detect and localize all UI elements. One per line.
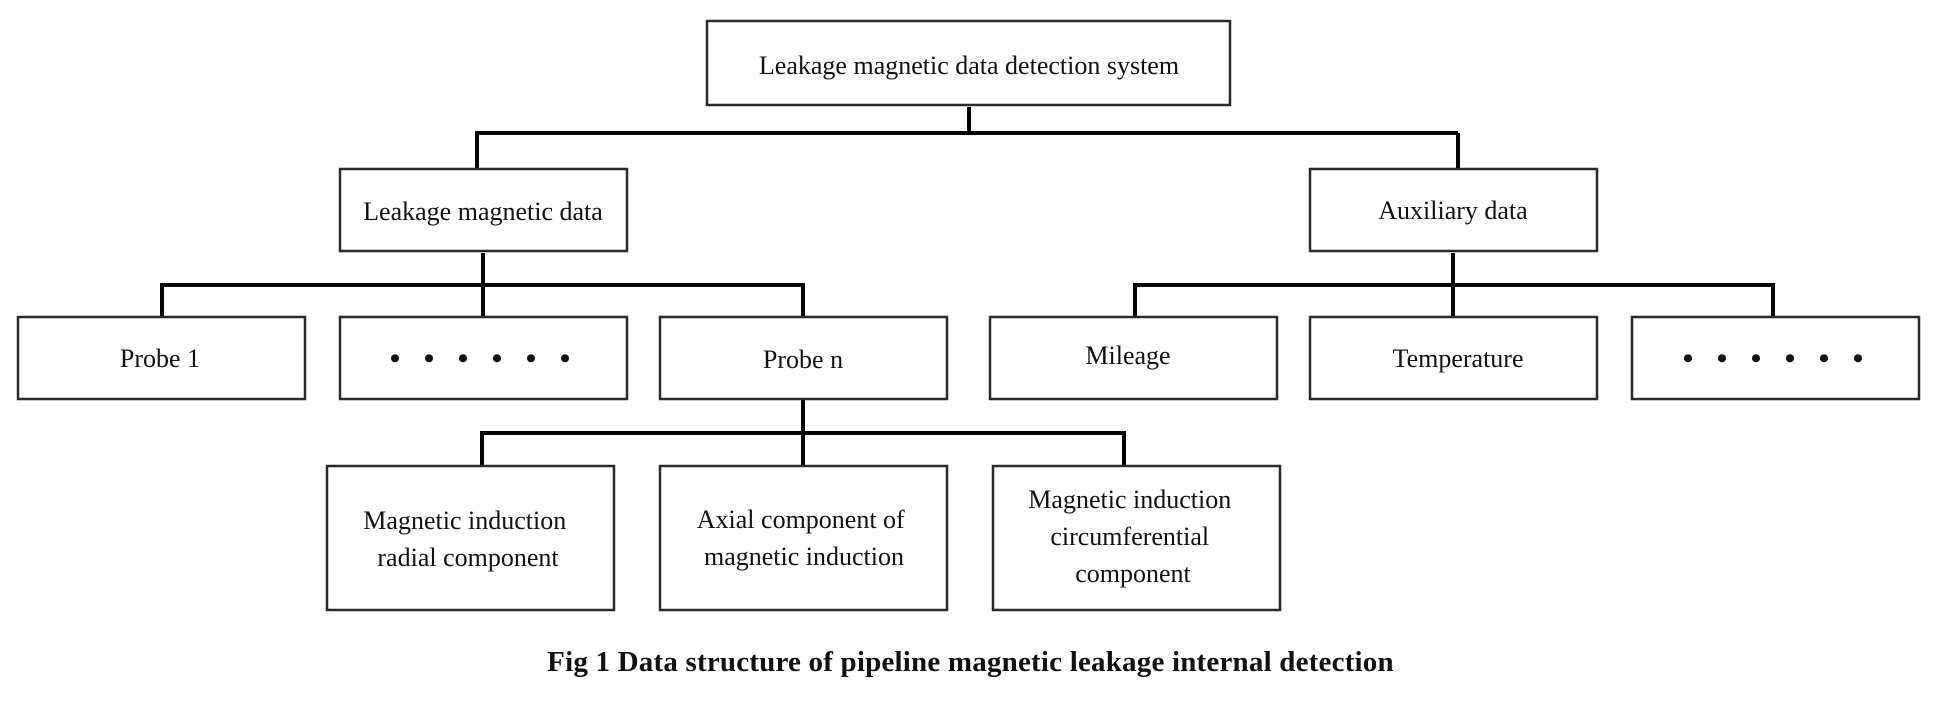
- node-axial-component-label: Axial component of magnetic induction: [697, 505, 911, 571]
- node-radial-component: Magnetic induction radial component: [325, 464, 616, 612]
- node-temperature: Temperature: [1308, 315, 1599, 401]
- node-temperature-label: Temperature: [1393, 344, 1524, 373]
- node-radial-component-label: Magnetic induction radial component: [363, 506, 572, 572]
- node-root-label: Leakage magnetic data detection system: [759, 51, 1179, 80]
- node-mileage: Mileage: [988, 315, 1279, 401]
- node-probe-n-label: Probe n: [763, 345, 843, 374]
- node-auxiliary-ellipsis: • • • • • •: [1630, 315, 1921, 401]
- node-circumferential-component-label: Magnetic induction circumferential compo…: [1028, 485, 1237, 588]
- node-probe-1: Probe 1: [16, 315, 307, 401]
- connector-auxiliary-data: [1133, 253, 1775, 316]
- node-mileage-label: Mileage: [1085, 341, 1170, 370]
- figure-caption: Fig 1 Data structure of pipeline magneti…: [547, 646, 1394, 678]
- connector-root: [475, 107, 1460, 168]
- node-auxiliary-data: Auxiliary data: [1308, 167, 1599, 253]
- node-leakage-magnetic-data: Leakage magnetic data: [338, 167, 629, 253]
- node-axial-component: Axial component of magnetic induction: [658, 464, 949, 612]
- node-auxiliary-ellipsis-label: • • • • • •: [1683, 342, 1872, 375]
- node-root: Leakage magnetic data detection system: [705, 19, 1232, 107]
- node-probe-ellipsis-label: • • • • • •: [390, 342, 579, 375]
- connector-leakage-data: [160, 253, 805, 316]
- node-probe-n: Probe n: [658, 315, 949, 401]
- node-leakage-magnetic-data-label: Leakage magnetic data: [363, 197, 603, 226]
- node-auxiliary-data-label: Auxiliary data: [1378, 196, 1528, 225]
- connector-probe-n: [480, 400, 1126, 466]
- connectors: [160, 107, 1775, 466]
- node-probe-1-label: Probe 1: [120, 344, 200, 373]
- node-probe-ellipsis: • • • • • •: [338, 315, 629, 401]
- node-circumferential-component: Magnetic induction circumferential compo…: [991, 464, 1282, 612]
